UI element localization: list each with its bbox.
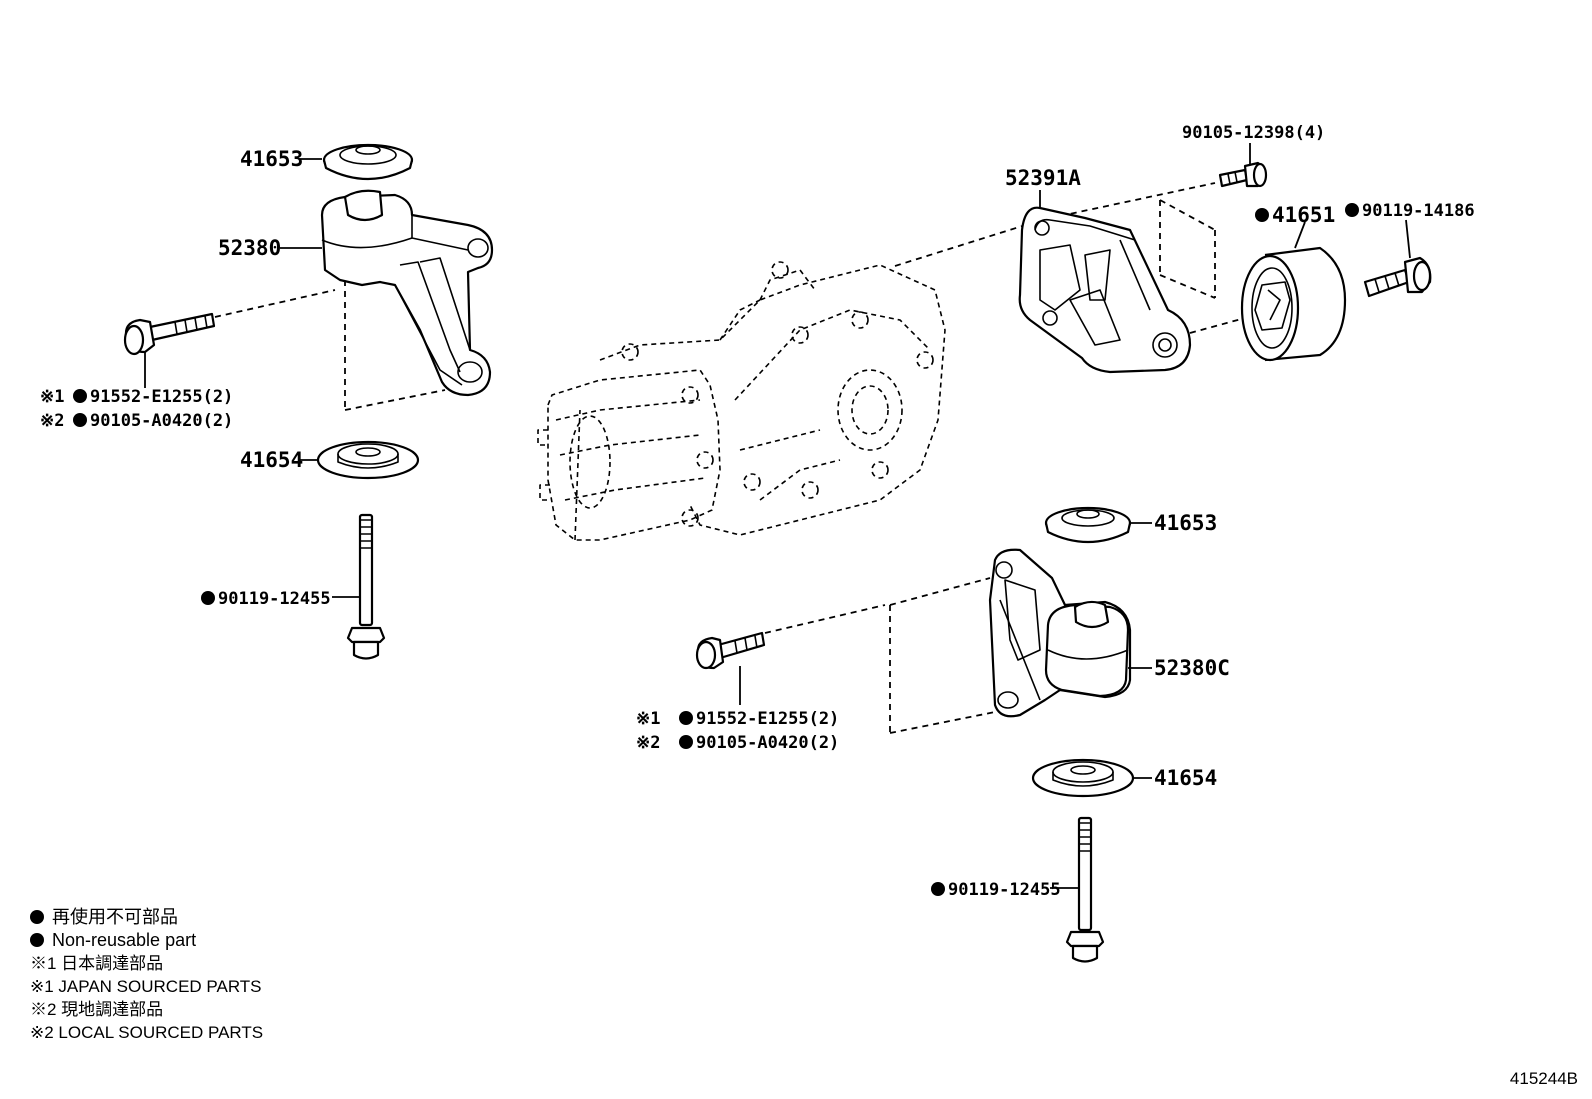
nonreusable-dot — [73, 389, 87, 403]
bolt-90119-12455-bottom — [1065, 816, 1105, 963]
label-mark1-mid: ※1 — [636, 709, 660, 729]
cushion-41653-left — [322, 143, 414, 181]
label-90119-bottom: 90119-12455 — [948, 880, 1061, 900]
label-41653-right: 41653 — [1154, 511, 1217, 535]
legend-dot-icon — [30, 933, 44, 947]
washer-41654-left — [316, 440, 420, 480]
nonreusable-dot — [679, 735, 693, 749]
bracket-52391A — [1018, 206, 1192, 374]
part-labels: 41653 52380 ※1 91552-E1255(2) ※2 90105-A… — [40, 123, 1475, 900]
nonreusable-dot — [201, 591, 215, 605]
legend-row-nonreusable-jp: 再使用不可部品 — [30, 906, 263, 929]
legend: 再使用不可部品 Non-reusable part ※1 日本調達部品 ※1 J… — [30, 906, 263, 1044]
legend-row-nonreusable-en: Non-reusable part — [30, 929, 263, 952]
label-90119-left: 90119-12455 — [218, 589, 331, 609]
legend-line6: ※2 LOCAL SOURCED PARTS — [30, 1023, 264, 1042]
washer-41654-right — [1031, 758, 1135, 798]
label-91552-left: 91552-E1255(2) — [90, 387, 233, 407]
label-41653-left: 41653 — [240, 147, 303, 171]
label-mark2-left: ※2 — [40, 411, 64, 431]
nonreusable-dot — [1345, 203, 1359, 217]
bracket-52380 — [320, 189, 494, 397]
label-90105-left: 90105-A0420(2) — [90, 411, 233, 431]
bolt-91552-mid — [695, 631, 766, 670]
label-90105-12398: 90105-12398(4) — [1182, 123, 1325, 143]
legend-line2: Non-reusable part — [52, 930, 197, 950]
label-52380: 52380 — [218, 236, 281, 260]
nonreusable-dot — [73, 413, 87, 427]
bracket-52380C — [988, 548, 1132, 718]
label-41654-right: 41654 — [1154, 766, 1217, 790]
label-41654-left: 41654 — [240, 448, 303, 472]
label-90105-mid: 90105-A0420(2) — [696, 733, 839, 753]
bushing-41651 — [1240, 246, 1347, 362]
legend-line4: ※1 JAPAN SOURCED PARTS — [30, 977, 262, 996]
legend-line5: ※2 現地調達部品 — [30, 1000, 164, 1019]
assembly-lines — [214, 182, 1246, 734]
label-90119-14186: 90119-14186 — [1362, 201, 1475, 221]
legend-line1: 再使用不可部品 — [52, 907, 178, 927]
bolt-90119-14186 — [1363, 256, 1432, 298]
cushion-41653-right — [1044, 506, 1132, 544]
figure-number: 415244B — [1509, 1069, 1578, 1088]
label-mark2-mid: ※2 — [636, 733, 660, 753]
leader-lines — [144, 143, 1411, 889]
nonreusable-dot — [931, 882, 945, 896]
nonreusable-dot — [679, 711, 693, 725]
bolt-91552-left — [123, 312, 216, 356]
non-reusable-markers — [73, 203, 1359, 896]
legend-dot-icon — [30, 910, 44, 924]
label-mark1-left: ※1 — [40, 387, 64, 407]
label-52391A: 52391A — [1005, 166, 1081, 190]
label-91552-mid: 91552-E1255(2) — [696, 709, 839, 729]
label-52380C: 52380C — [1154, 656, 1230, 680]
label-41651: 41651 — [1272, 203, 1335, 227]
nonreusable-dot — [1255, 208, 1269, 222]
bolt-90119-12455-left — [346, 513, 386, 660]
bolt-90105-12398 — [1218, 161, 1268, 188]
legend-line3: ※1 日本調達部品 — [30, 954, 164, 973]
differential-assembly-ghost — [537, 261, 946, 541]
